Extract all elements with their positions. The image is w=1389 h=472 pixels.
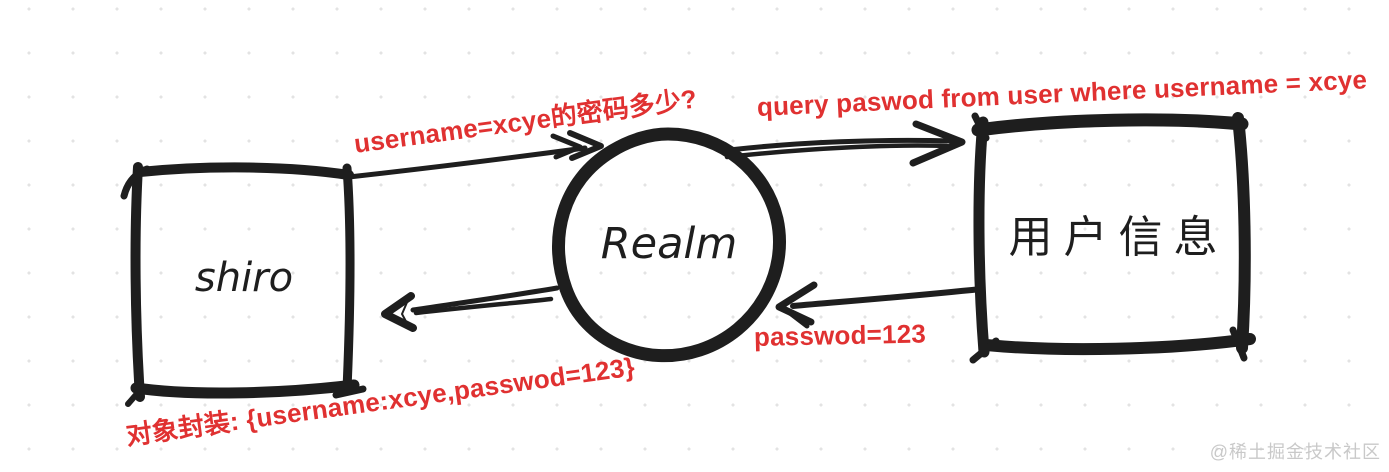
arrow-realm-to-shiro-icon bbox=[381, 285, 560, 332]
realm-circle bbox=[552, 127, 786, 363]
watermark: @稀土掘金技术社区 bbox=[1209, 442, 1381, 462]
arrow-shiro-to-realm-icon bbox=[346, 130, 604, 180]
arrow-realm-to-user-info-icon bbox=[724, 120, 966, 167]
shiro-box bbox=[120, 162, 367, 407]
node-label-shiro: shiro bbox=[194, 255, 294, 301]
edge-label-password-result: passwod=123 bbox=[753, 318, 927, 352]
node-label-user-info: 用户信息 bbox=[1008, 212, 1229, 263]
node-label-realm: Realm bbox=[600, 219, 738, 269]
user-info-box bbox=[969, 112, 1256, 364]
arrow-user-info-to-realm-icon bbox=[775, 281, 984, 329]
